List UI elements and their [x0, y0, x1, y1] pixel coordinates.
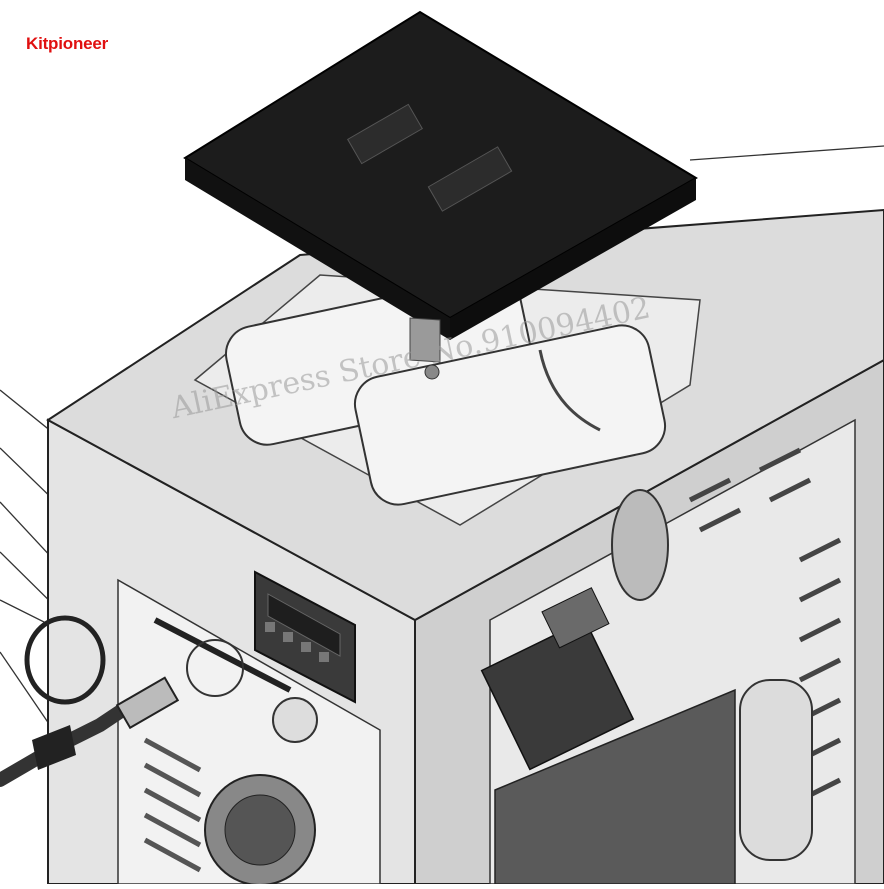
panel-button-1 [265, 622, 275, 632]
display-screen [267, 593, 341, 657]
freezer-door-ring [186, 639, 244, 697]
mix-tube [538, 349, 601, 432]
freezer-door-knob [272, 697, 318, 743]
draw-bar [153, 617, 292, 693]
hopper-wells [193, 274, 701, 526]
callout-line-lid [689, 145, 884, 161]
brand-logo: Kitpioneer [26, 34, 109, 53]
piston-rod [0, 698, 137, 787]
valve-body [115, 676, 180, 730]
relay-box [541, 587, 610, 649]
exploded-parts [0, 615, 180, 787]
control-panel [254, 570, 356, 704]
control-board [480, 619, 635, 771]
fan-hub [224, 794, 296, 866]
lid-handle-2 [427, 146, 513, 212]
panel-button-3 [301, 642, 311, 652]
dispenser-area [117, 578, 381, 886]
handle-icon [32, 725, 76, 770]
hopper-lid [183, 10, 698, 363]
panel-button-2 [283, 632, 293, 642]
motor-pulley [611, 489, 669, 601]
lid-stem [409, 317, 441, 363]
drain-hole [424, 364, 440, 380]
lower-grille [143, 737, 202, 873]
panel-button-4 [319, 652, 329, 662]
lid-handle-1 [347, 103, 423, 165]
o-ring [24, 615, 106, 705]
side-internals [480, 418, 856, 885]
compressor-tank [739, 679, 813, 861]
